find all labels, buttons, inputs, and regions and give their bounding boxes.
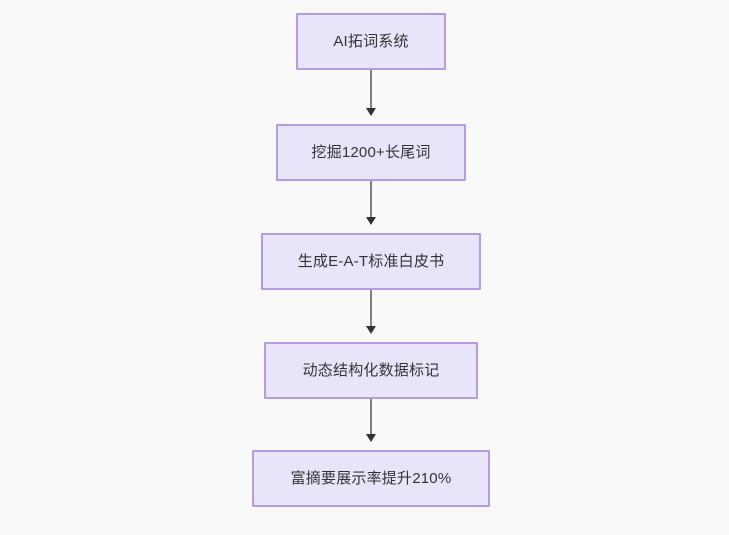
flowchart-node-5[interactable]: 富摘要展示率提升210% bbox=[252, 450, 490, 507]
flowchart-node-label: 挖掘1200+长尾词 bbox=[311, 144, 431, 161]
flowchart-node-1[interactable]: AI拓词系统 bbox=[296, 13, 446, 70]
flowchart-node-label: 生成E-A-T标准白皮书 bbox=[297, 253, 445, 270]
arrowhead-icon bbox=[366, 434, 376, 442]
edge-line bbox=[370, 70, 372, 109]
edge-line bbox=[370, 181, 372, 218]
flowchart-node-2[interactable]: 挖掘1200+长尾词 bbox=[276, 124, 466, 181]
flowchart-node-label: 动态结构化数据标记 bbox=[302, 362, 440, 379]
flowchart-node-label: AI拓词系统 bbox=[333, 33, 409, 50]
flowchart-node-4[interactable]: 动态结构化数据标记 bbox=[264, 342, 478, 399]
flowchart-node-3[interactable]: 生成E-A-T标准白皮书 bbox=[261, 233, 481, 290]
arrowhead-icon bbox=[366, 217, 376, 225]
edge-line bbox=[370, 290, 372, 327]
edge-line bbox=[370, 399, 372, 435]
flowchart-node-label: 富摘要展示率提升210% bbox=[290, 470, 452, 487]
arrowhead-icon bbox=[366, 108, 376, 116]
arrowhead-icon bbox=[366, 326, 376, 334]
